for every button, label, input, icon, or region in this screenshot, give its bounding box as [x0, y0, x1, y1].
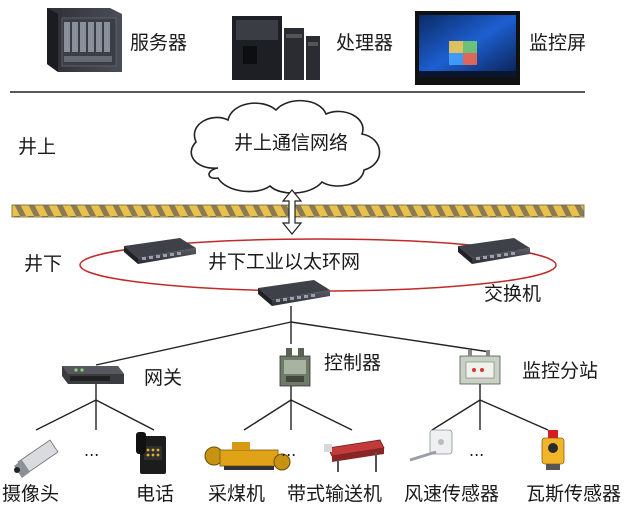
gas-sensor-label: 瓦斯传感器: [526, 483, 622, 505]
camera-icon: [14, 439, 59, 478]
camera-label: 摄像头: [2, 483, 60, 505]
switch-icon-right: [458, 238, 530, 264]
switch-label: 交换机: [484, 283, 542, 305]
switch-icon-left: [124, 238, 196, 264]
monitor-screen-label: 监控屏: [529, 32, 587, 54]
shearer-label: 采煤机: [208, 483, 266, 505]
ellipsis-substation: ...: [469, 441, 485, 460]
surface-network-cloud: [190, 99, 381, 194]
monitor-screen-icon: [415, 11, 520, 85]
wind-speed-sensor-label: 风速传感器: [404, 483, 500, 505]
ellipsis-gateway: ...: [84, 441, 100, 460]
gateway-label: 网关: [144, 367, 183, 389]
server-label: 服务器: [130, 32, 188, 54]
belt-conveyor-icon: [324, 439, 385, 472]
telephone-icon: [136, 432, 166, 474]
processor-label: 处理器: [336, 32, 394, 54]
controller-label: 控制器: [324, 352, 382, 374]
tier2-connection-lines: [95, 306, 491, 366]
gateway-icon: [62, 366, 124, 384]
belt-conveyor-label: 带式输送机: [287, 483, 383, 505]
server-icon: [47, 8, 122, 72]
telephone-label: 电话: [136, 483, 175, 505]
monitoring-substation-label: 监控分站: [522, 360, 599, 382]
switch-icon-center: [258, 280, 330, 306]
ellipsis-controller: ...: [281, 441, 297, 460]
ring-network-label: 井下工业以太环网: [208, 251, 361, 273]
surface-zone-label: 井上: [18, 136, 57, 158]
surface-network-label: 井上通信网络: [234, 132, 349, 154]
wind-speed-sensor-icon: [409, 429, 453, 462]
controller-icon: [279, 348, 311, 387]
uplink-double-arrow: [281, 189, 303, 235]
monitoring-substation-icon: [459, 350, 501, 385]
gas-sensor-icon: [541, 430, 565, 470]
processor-icon: [232, 16, 320, 80]
underground-zone-label: 井下: [24, 253, 63, 275]
endpoint-connection-lines: [35, 384, 549, 431]
shearer-icon: [204, 442, 291, 471]
shaft-boundary-bar: [11, 204, 585, 218]
